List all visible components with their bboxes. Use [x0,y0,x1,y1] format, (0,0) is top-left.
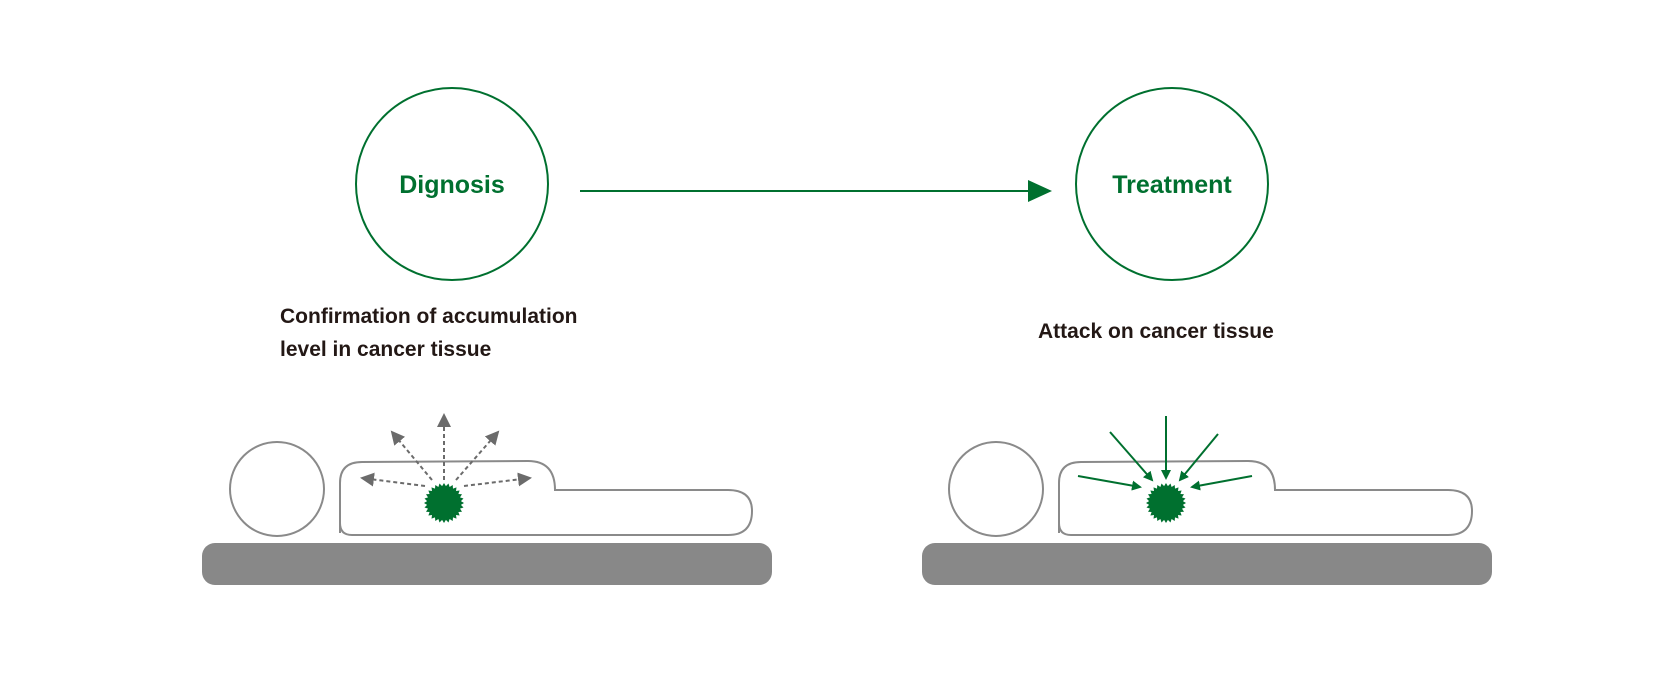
diagnosis-caption-line2: level in cancer tissue [280,338,492,361]
emission-arrow [360,472,426,487]
cancer-tissue-icon [1146,483,1186,523]
treatment-title: Treatment [1112,171,1232,199]
patient-head [948,441,1044,537]
treatment-circle [1075,87,1269,281]
diagnosis-caption-line1: Confirmation of accumulation [280,305,578,328]
attack-arrow [1190,475,1253,491]
diagnosis-title: Dignosis [399,171,505,199]
cancer-tissue-icon [424,483,464,523]
attack-arrow [1178,433,1219,482]
treatment-caption: Attack on cancer tissue [1038,320,1274,343]
emission-arrow [455,430,500,481]
treatment-patient-illustration [922,416,1492,585]
emission-arrow [390,430,433,481]
diagnosis-patient-illustration [202,413,772,585]
diagnosis-circle [355,87,549,281]
patient-body [339,459,754,536]
attack-arrow [1077,475,1142,491]
attack-arrow [1109,431,1154,482]
bed [922,543,1492,585]
patient-head [229,441,325,537]
bed [202,543,772,585]
patient-body [1058,459,1474,536]
